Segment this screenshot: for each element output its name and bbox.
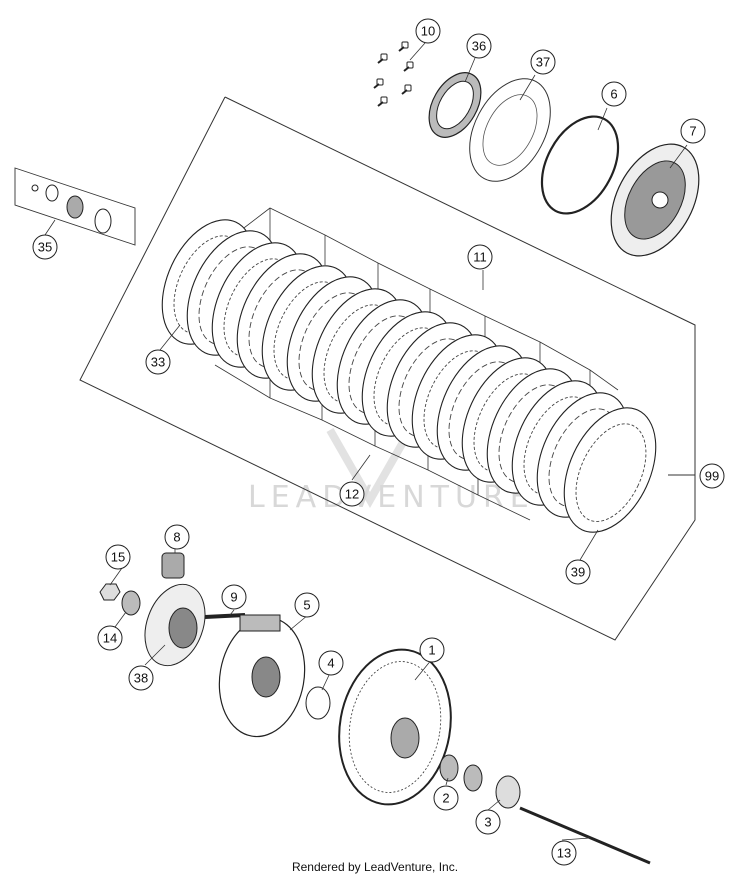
callout-37: 37: [530, 49, 556, 75]
nut-15: [99, 583, 121, 601]
spring-ring: [540, 115, 620, 215]
callout-number: 13: [557, 846, 571, 861]
callout-number: 9: [230, 590, 237, 605]
callout-8: 8: [164, 524, 190, 550]
callout-2: 2: [433, 785, 459, 811]
kit-outline: [79, 96, 696, 641]
callout-number: 4: [327, 656, 334, 671]
callout-9: 9: [221, 584, 247, 610]
pin-9: [204, 613, 246, 619]
washer-4: [305, 686, 331, 720]
callout-number: 5: [303, 598, 310, 613]
bushing-2a: [439, 754, 459, 782]
callout-number: 33: [151, 355, 165, 370]
callout-11: 11: [467, 244, 493, 270]
callout-number: 3: [484, 815, 491, 830]
callout-33: 33: [145, 349, 171, 375]
callout-number: 99: [705, 469, 719, 484]
part-8: [161, 552, 185, 579]
thrust-bearing: [428, 72, 482, 138]
bushing-2b: [463, 764, 483, 792]
callout-39: 39: [565, 559, 591, 585]
callout-number: 12: [345, 487, 359, 502]
watermark: LEADVENTURE: [248, 428, 535, 515]
callout-13: 13: [551, 840, 577, 866]
watermark-text: LEADVENTURE: [248, 480, 535, 515]
callout-12: 12: [339, 481, 365, 507]
callout-number: 39: [571, 565, 585, 580]
callout-5: 5: [294, 592, 320, 618]
release-hub-38: [144, 583, 206, 667]
callout-10: 10: [415, 18, 441, 44]
leader-lines: [44, 42, 688, 841]
callout-number: 1: [428, 643, 435, 658]
callout-7: 7: [680, 118, 706, 144]
callout-15: 15: [105, 544, 131, 570]
callout-4: 4: [318, 650, 344, 676]
callout-number: 14: [103, 631, 117, 646]
callout-36: 36: [466, 33, 492, 59]
callout-14: 14: [97, 625, 123, 651]
sleeve-3: [495, 775, 521, 809]
callout-number: 8: [173, 530, 180, 545]
clutch-plate: [563, 407, 657, 533]
callout-number: 36: [472, 39, 486, 54]
callout-number: 35: [38, 240, 52, 255]
screws: [373, 41, 414, 107]
push-rod-13: [519, 806, 651, 865]
callout-number: 2: [442, 791, 449, 806]
washer-14: [121, 590, 141, 616]
callout-number: 11: [473, 250, 487, 265]
callout-99: 99: [699, 463, 725, 489]
callout-number: 7: [689, 124, 696, 139]
callout-number: 15: [111, 550, 125, 565]
callout-3: 3: [475, 809, 501, 835]
pressure-plate: [610, 143, 700, 257]
callout-number: 6: [610, 87, 617, 102]
callout-38: 38: [128, 665, 154, 691]
parts-35-panel: [14, 167, 136, 246]
callout-1: 1: [419, 637, 445, 663]
pressure-washer: [469, 78, 551, 182]
outer-gear-1: [338, 648, 452, 806]
callout-number: 38: [134, 671, 148, 686]
callout-number: 37: [536, 55, 550, 70]
credit-line: Rendered by LeadVenture, Inc.: [291, 860, 459, 874]
callout-6: 6: [601, 81, 627, 107]
callout-number: 10: [421, 24, 435, 39]
inner-hub-5: [218, 614, 306, 738]
clutch-plate-stack: [161, 219, 657, 533]
callout-35: 35: [32, 234, 58, 260]
